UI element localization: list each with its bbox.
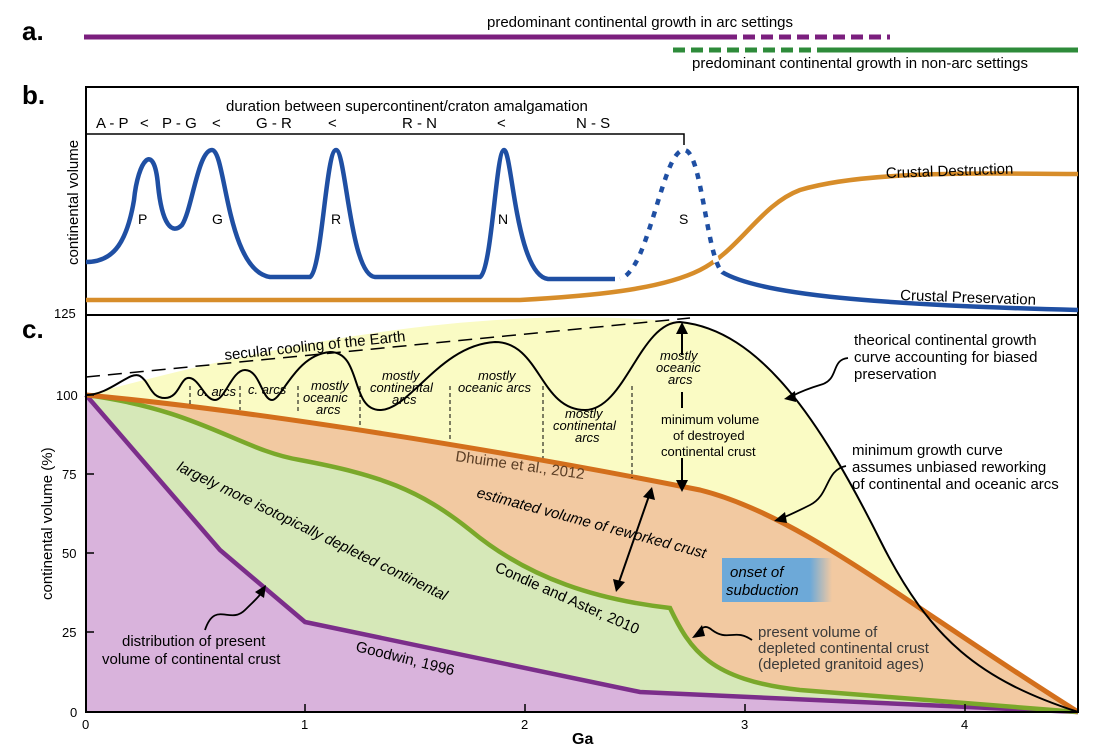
interval-g-r: G - R (256, 115, 292, 132)
panel-a-label: a. (22, 16, 44, 46)
min-growth-arrow (781, 465, 847, 519)
min-destroyed-line3: continental crust (661, 444, 756, 459)
dash-mask (618, 146, 725, 282)
goodwin-area (86, 395, 1078, 712)
arc-label-7-line1: mostly (660, 348, 699, 363)
x-tick-1: 1 (301, 717, 308, 732)
interval-n-s: N - S (576, 115, 610, 132)
interval-lt-3: < (328, 115, 337, 132)
min-destroyed-line2: of destroyed (673, 428, 745, 443)
arc-label-6-line2: continental (553, 418, 617, 433)
x-ticks (85, 704, 966, 712)
x-tick-0: 0 (82, 717, 89, 732)
min-growth-arrowhead (774, 512, 787, 523)
arc-label-2: c. arcs (248, 382, 287, 397)
arc-label-4-line3: arcs (392, 392, 417, 407)
x-tick-3: 3 (741, 717, 748, 732)
supercontinent-curve (85, 147, 615, 282)
panel-c-label: c. (22, 314, 44, 344)
condie-line (85, 392, 1079, 715)
present-depleted-line1: present volume of (758, 624, 878, 641)
x-tick-2: 2 (521, 717, 528, 732)
distribution-arrowhead (255, 585, 266, 598)
crustal-preservation-label: Crustal Preservation (900, 287, 1036, 309)
theoretical-arrow (791, 357, 849, 397)
y-tick-75: 75 (62, 467, 76, 482)
y-tick-125: 125 (54, 306, 76, 321)
arc-separators (189, 386, 633, 478)
interval-p-g: P - G (162, 115, 197, 132)
present-depleted-arrowhead (692, 625, 705, 638)
arc-label-3-line3: arcs (316, 402, 341, 417)
min-destroyed-arrowhead-top (676, 322, 688, 334)
min-destroyed-arrowhead-bottom (676, 480, 688, 492)
x-tick-4: 4 (961, 717, 968, 732)
y-tick-50: 50 (62, 546, 76, 561)
arc-label-3-line1: mostly (311, 378, 350, 393)
interval-a-p: A - P (96, 115, 129, 132)
panel-b-label: b. (22, 80, 45, 110)
min-growth-line1: minimum growth curve (852, 442, 1003, 459)
panel-c-ylabel: continental volume (%) (39, 447, 56, 600)
arc-label-6-line3: arcs (575, 430, 600, 445)
theoretical-line1: theorical continental growth (854, 332, 1037, 349)
peak-p: P (138, 211, 147, 227)
interval-lt-1: < (140, 115, 149, 132)
arc-label-6-line1: mostly (565, 406, 604, 421)
crustal-destruction-label: Crustal Destruction (886, 161, 1014, 182)
theoretical-line2: curve accounting for biased (854, 349, 1037, 366)
duration-title: duration between supercontinent/craton a… (226, 98, 588, 115)
arc-label-7-line2: oceanic (656, 360, 701, 375)
reworked-arrow (617, 492, 651, 586)
peak-s: S (679, 211, 688, 227)
arc-label-5-line1: mostly (478, 368, 517, 383)
supercontinent-curve-dashed (618, 147, 1079, 313)
panel-b-ylabel: continental volume (65, 140, 82, 265)
peak-n: N (498, 211, 508, 227)
present-depleted-line2: depleted continental crust (758, 640, 930, 657)
onset-line2: subduction (726, 582, 799, 599)
theoretical-line3: preservation (854, 366, 937, 383)
arc-label-3-line2: oceanic (303, 390, 348, 405)
y-tick-25: 25 (62, 625, 76, 640)
crustal-destruction-curve (86, 171, 1079, 303)
panel-c-frame (85, 314, 1079, 713)
reworked-arrowhead-top (643, 487, 655, 500)
onset-box (722, 558, 832, 602)
min-destroyed-line1: minimum volume (661, 412, 759, 427)
y-tick-0: 0 (70, 705, 77, 720)
peak-g: G (212, 211, 223, 227)
arc-label-5-line2: oceanic arcs (458, 380, 531, 395)
theoretical-arrowhead (784, 391, 796, 402)
reworked-arrowhead-bottom (613, 579, 625, 592)
arc-label-4-line2: continental (370, 380, 434, 395)
goodwin-line (84, 393, 1079, 715)
distribution-line2: volume of continental crust (102, 651, 281, 668)
y-ticks (86, 314, 94, 713)
min-growth-line2: assumes unbiased reworking (852, 459, 1046, 476)
interval-r-n: R - N (402, 115, 437, 132)
y-tick-100: 100 (56, 388, 78, 403)
interval-lt-4: < (497, 115, 506, 132)
distribution-arrow (204, 591, 263, 631)
panel-c-xlabel: Ga (572, 731, 593, 748)
distribution-line1: distribution of present (122, 633, 266, 650)
duration-bracket (86, 133, 685, 145)
theoretical-curve (85, 320, 1079, 713)
arc-label-1: o. arcs (197, 384, 237, 399)
secular-cooling-line (85, 317, 691, 378)
peak-r: R (331, 211, 341, 227)
interval-lt-2: < (212, 115, 221, 132)
onset-line1: onset of (730, 564, 785, 581)
min-growth-line3: of continental and oceanic arcs (852, 476, 1059, 493)
present-depleted-line3: (depleted granitoid ages) (758, 656, 924, 673)
arc-label-4-line1: mostly (382, 368, 421, 383)
non-arc-growth-label: predominant continental growth in non-ar… (692, 55, 1028, 72)
arc-label-7-line3: arcs (668, 372, 693, 387)
min-destroyed-bg (655, 408, 765, 458)
arc-growth-label: predominant continental growth in arc se… (487, 14, 793, 31)
